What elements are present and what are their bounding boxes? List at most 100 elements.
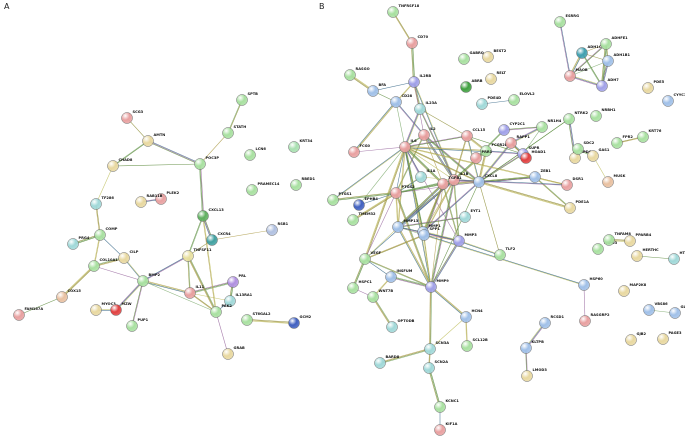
node-rab11b[interactable]: RAB11B [135, 194, 163, 208]
node-ephb4[interactable]: EPHB4 [353, 197, 379, 211]
node-gas1[interactable]: GAS1 [587, 148, 610, 162]
node-myoc3[interactable]: MYOC3 [90, 302, 117, 316]
node-circle[interactable] [437, 178, 449, 190]
node-pde5[interactable]: PDE5 [642, 80, 665, 94]
node-cxcr4[interactable]: CXCR4 [206, 232, 232, 246]
node-il23a[interactable]: IL23A [414, 101, 438, 115]
node-circle[interactable] [602, 176, 614, 188]
node-tnfam8[interactable]: TNFAM8 [603, 232, 632, 246]
node-circle[interactable] [631, 250, 643, 262]
node-spp1[interactable]: SPP1 [418, 227, 441, 241]
node-pramec14[interactable]: PRAMEC14 [246, 182, 280, 196]
node-mzw[interactable]: MZW [110, 302, 132, 316]
node-circle[interactable] [459, 211, 471, 223]
node-circle[interactable] [460, 81, 472, 93]
node-circle[interactable] [520, 342, 532, 354]
node-rasgo[interactable]: RASGO [344, 67, 370, 81]
node-htr2b[interactable]: HTR2B [668, 251, 685, 265]
node-circle[interactable] [222, 348, 234, 360]
node-circle[interactable] [224, 295, 236, 307]
node-circle[interactable] [236, 94, 248, 106]
node-tlf2[interactable]: TLF2 [494, 247, 516, 261]
node-circle[interactable] [434, 424, 446, 436]
node-circle[interactable] [536, 121, 548, 133]
node-circle[interactable] [498, 124, 510, 136]
node-nrbh1[interactable]: NRBH1 [590, 108, 617, 122]
node-cd28[interactable]: CD28 [390, 94, 413, 108]
node-cxcl8[interactable]: CXCL8 [473, 174, 498, 188]
node-il2[interactable]: IL2 [418, 127, 437, 141]
node-circle[interactable] [359, 253, 371, 265]
node-mmp13[interactable]: MMP13 [392, 219, 419, 233]
node-circle[interactable] [222, 127, 234, 139]
node-st6gal2[interactable]: ST6GAL2 [241, 312, 272, 326]
node-circle[interactable] [367, 291, 379, 303]
node-circle[interactable] [473, 176, 485, 188]
node-tgfb1[interactable]: TGFB1 [437, 176, 463, 190]
node-krt76[interactable]: KRT76 [637, 129, 662, 143]
node-circle[interactable] [461, 130, 473, 142]
node-il13ra1[interactable]: IL13RA1 [224, 293, 253, 307]
node-cilp[interactable]: CILP [118, 250, 139, 264]
node-wnt7b[interactable]: WNT7B [367, 289, 394, 303]
node-circle[interactable] [521, 370, 533, 382]
node-chad8[interactable]: CHAD8 [107, 158, 133, 172]
node-kcnc1[interactable]: KCNC1 [434, 399, 460, 413]
node-circle[interactable] [425, 281, 437, 293]
node-circle[interactable] [480, 145, 492, 157]
node-map2k8[interactable]: MAP2K8 [618, 283, 647, 297]
node-rcsd1[interactable]: RCSD1 [539, 315, 565, 329]
node-circle[interactable] [539, 317, 551, 329]
node-ccl15[interactable]: CCL15 [461, 128, 486, 142]
node-ntrk2[interactable]: NTRK2 [563, 111, 589, 125]
node-fcg0[interactable]: FCG0 [348, 144, 371, 158]
node-hsp60[interactable]: HSP60 [578, 277, 604, 291]
node-plek2[interactable]: PLEK2 [155, 191, 180, 205]
node-amtn[interactable]: AMTN [142, 133, 166, 147]
node-adh7[interactable]: ADH7 [596, 78, 620, 92]
node-bmp2[interactable]: BMP2 [137, 273, 161, 287]
node-bard8[interactable]: BARD8 [374, 355, 400, 369]
node-circle[interactable] [637, 131, 649, 143]
node-circle[interactable] [611, 137, 623, 149]
node-prg4[interactable]: PRG4 [67, 236, 90, 250]
node-fcgr2b[interactable]: FCGR2B [480, 143, 508, 157]
node-circle[interactable] [458, 53, 470, 65]
node-ptgs2[interactable]: PTGS2 [390, 185, 416, 199]
node-insfum[interactable]: INSFUM [385, 269, 413, 283]
node-scl12b[interactable]: SCL12B [461, 338, 489, 352]
node-circle[interactable] [602, 55, 614, 67]
node-kltpb[interactable]: KLTPB [520, 340, 545, 354]
node-circle[interactable] [564, 70, 576, 82]
node-adh1c[interactable]: ADH1C [576, 45, 602, 59]
node-circle[interactable] [118, 252, 130, 264]
node-circle[interactable] [624, 235, 636, 247]
node-circle[interactable] [448, 174, 460, 186]
node-maob[interactable]: MAOB [564, 68, 588, 82]
node-tmem32[interactable]: TMEM32 [347, 212, 377, 226]
node-circle[interactable] [414, 103, 426, 115]
node-circle[interactable] [385, 271, 397, 283]
node-kif1a[interactable]: KIF1A [434, 422, 458, 436]
node-rsb1[interactable]: RSB1 [266, 222, 289, 236]
node-circle[interactable] [587, 150, 599, 162]
node-best2[interactable]: BEST2 [482, 49, 507, 63]
node-circle[interactable] [126, 320, 138, 332]
node-gabrq[interactable]: GABRQ [458, 51, 484, 65]
node-circle[interactable] [453, 235, 465, 247]
node-circle[interactable] [508, 94, 520, 106]
node-circle[interactable] [418, 129, 430, 141]
node-circle[interactable] [210, 306, 222, 318]
node-circle[interactable] [399, 141, 411, 153]
node-circle[interactable] [520, 152, 532, 164]
node-cox15[interactable]: COX15 [56, 289, 82, 303]
node-circle[interactable] [482, 51, 494, 63]
node-rasgrp2[interactable]: RASGRP2 [579, 313, 610, 327]
node-circle[interactable] [418, 229, 430, 241]
node-pparb4[interactable]: PPARB4 [624, 233, 652, 247]
node-circle[interactable] [327, 194, 339, 206]
node-hoad1[interactable]: HOAD1 [520, 150, 547, 164]
node-glo3[interactable]: GLO3 [669, 305, 685, 319]
node-abrb[interactable]: ABRB [460, 79, 483, 93]
node-circle[interactable] [476, 98, 488, 110]
